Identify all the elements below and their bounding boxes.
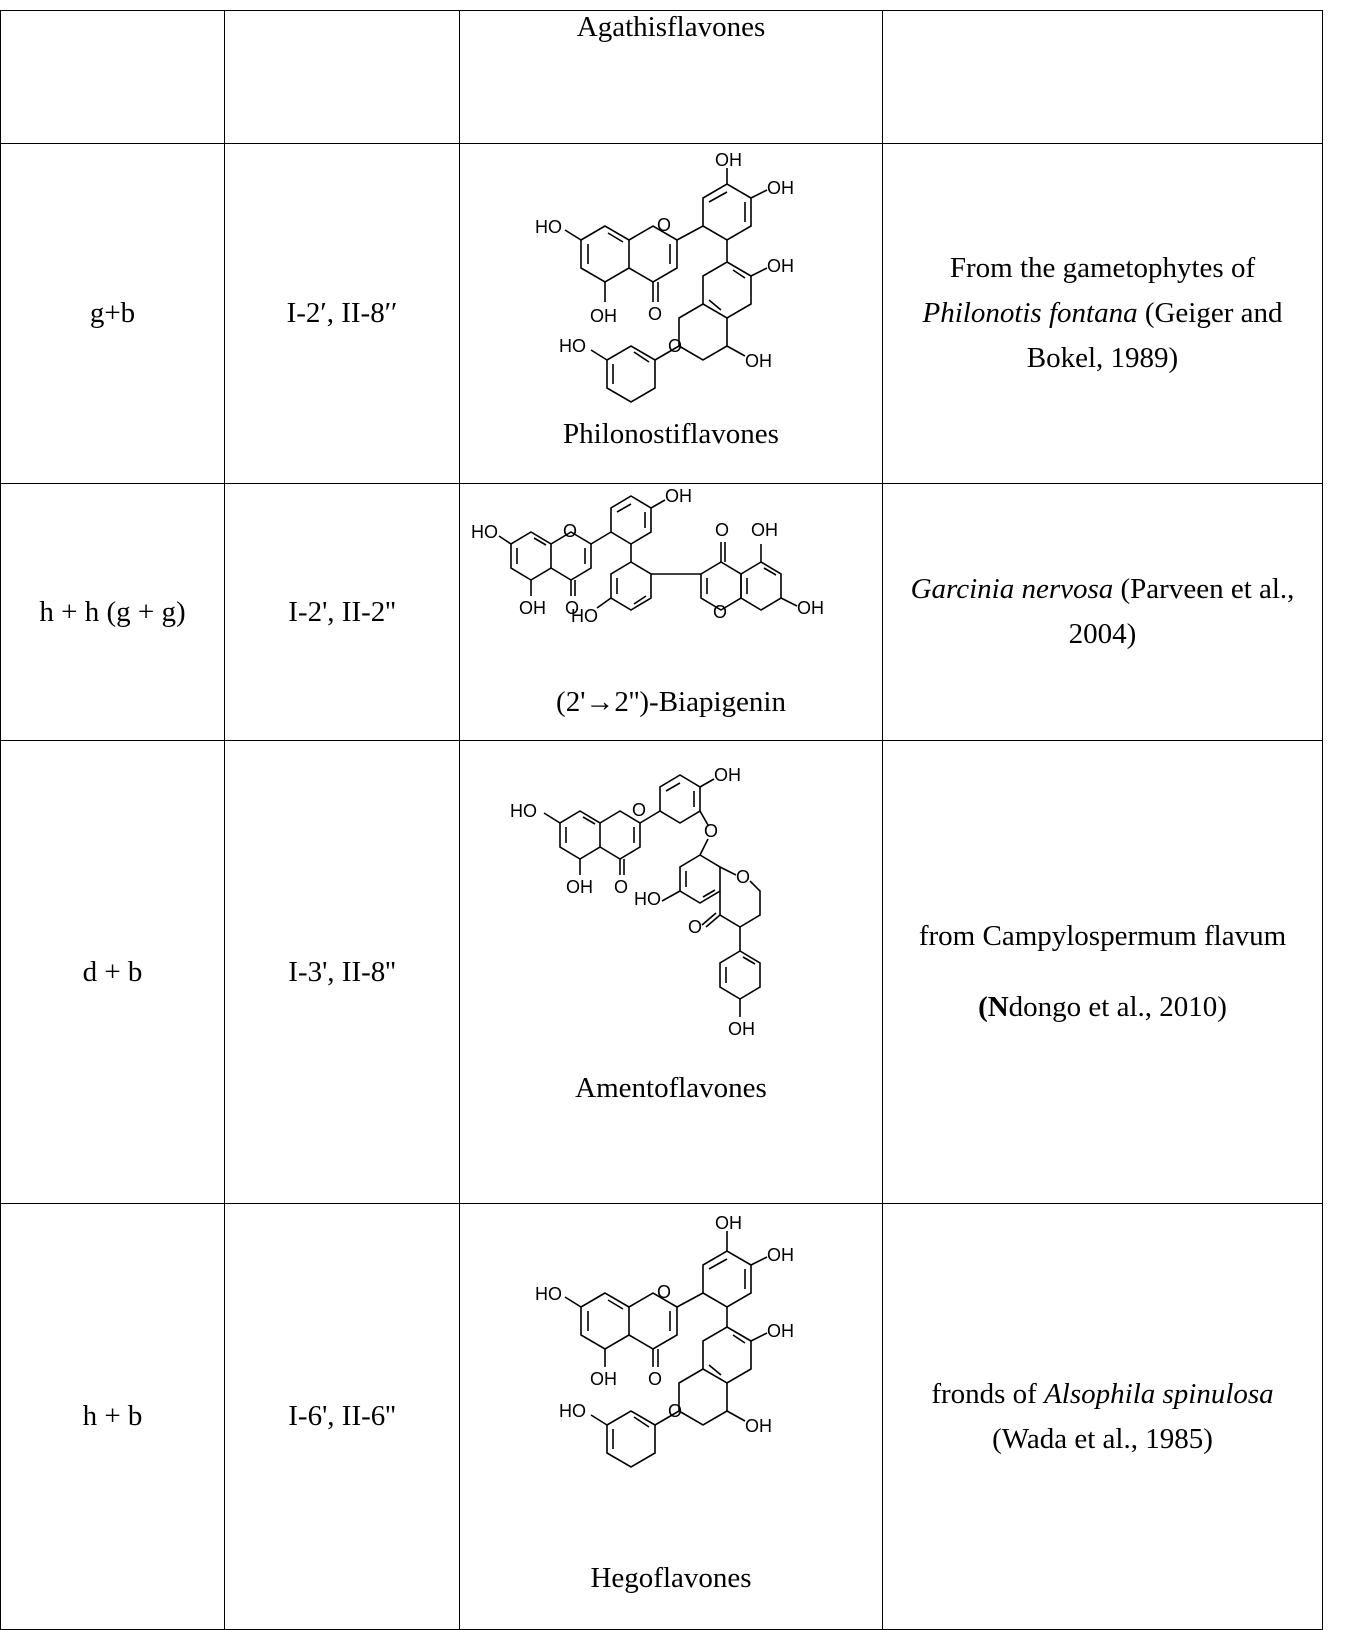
carbonyl-oxygen-label: O bbox=[648, 304, 662, 324]
source-text: fronds of Alsophila spinulosa (Wada et a… bbox=[931, 1377, 1274, 1455]
hydroxyl-label: OH bbox=[728, 1019, 755, 1039]
carbonyl-oxygen-label: O bbox=[614, 877, 628, 897]
amentoflavone-structure: O O HO OH OH O O HO O OH bbox=[510, 765, 761, 1039]
carbonyl-oxygen-label: O bbox=[688, 917, 702, 937]
linkage-type-cell: h + h (g + g) bbox=[0, 483, 225, 741]
hydroxyl-label: OH bbox=[715, 150, 742, 170]
hydroxyl-label: OH bbox=[797, 598, 824, 618]
ring-oxygen-label: O bbox=[668, 336, 682, 356]
hydroxyl-label: HO bbox=[634, 889, 661, 909]
compound-name: Amentoflavones bbox=[575, 1072, 767, 1104]
hydroxyl-label: HO bbox=[510, 801, 537, 821]
source-cell: Garcinia nervosa (Parveen et al., 2004) bbox=[882, 483, 1323, 741]
hydroxyl-label: OH bbox=[745, 1416, 772, 1436]
table-row: h + b I-6', II-6'' bbox=[0, 1203, 1323, 1630]
compound-cell: O O HO OH OH OH OH O OH HO Philonostifla… bbox=[459, 143, 883, 484]
hydroxyl-label: HO bbox=[535, 217, 562, 237]
table-row: d + b I-3', II-8'' bbox=[0, 740, 1323, 1204]
ring-oxygen-label: O bbox=[736, 867, 750, 887]
table-row: g+b I-2′, II-8′′ bbox=[0, 143, 1323, 484]
hydroxyl-label: HO bbox=[559, 336, 586, 356]
carbonyl-oxygen-label: O bbox=[715, 520, 729, 540]
table-row: h + h (g + g) I-2', II-2'' bbox=[0, 483, 1323, 741]
hydroxyl-label: OH bbox=[590, 1369, 617, 1389]
hydroxyl-label: OH bbox=[566, 877, 593, 897]
hydroxyl-label: HO bbox=[535, 1284, 562, 1304]
hydroxyl-label: OH bbox=[767, 1245, 794, 1265]
compound-cell: O O HO OH OH OH OH O OH HO Hegoflavones bbox=[459, 1203, 883, 1630]
hydroxyl-label: OH bbox=[714, 765, 741, 785]
linkage-type-cell: h + b bbox=[0, 1203, 225, 1630]
hydroxyl-label: OH bbox=[665, 486, 692, 506]
ring-oxygen-label: O bbox=[563, 521, 577, 541]
compound-name: Agathisflavones bbox=[576, 11, 766, 43]
compound-cell: O O HO OH OH HO O OH O OH (2'→2'')-Biapi… bbox=[459, 483, 883, 741]
table-row: Agathisflavones bbox=[0, 10, 1323, 144]
hydroxyl-label: OH bbox=[767, 178, 794, 198]
compound-name: (2'→2'')-Biapigenin bbox=[556, 686, 786, 718]
philonotisflavone-structure: O O HO OH OH OH OH O OH HO bbox=[535, 150, 794, 403]
hydroxyl-label: HO bbox=[471, 522, 498, 542]
ring-oxygen-label: O bbox=[657, 215, 671, 235]
ether-oxygen-label: O bbox=[704, 821, 718, 841]
ring-oxygen-label: O bbox=[632, 800, 646, 820]
source-cell: From the gametophytes of Philonotis font… bbox=[882, 143, 1323, 484]
source-cell bbox=[882, 10, 1323, 144]
linkage-type-cell bbox=[0, 10, 225, 144]
source-text: (Ndongo et al., 2010) bbox=[978, 991, 1227, 1023]
source-text: Garcinia nervosa (Parveen et al., 2004) bbox=[910, 573, 1295, 650]
hydroxyl-label: HO bbox=[571, 606, 598, 626]
carbonyl-oxygen-label: O bbox=[565, 598, 579, 618]
compound-name: Hegoflavones bbox=[590, 1562, 752, 1594]
position-cell: I-6', II-6'' bbox=[224, 1203, 460, 1630]
source-text: from Campylospermum flavum bbox=[918, 920, 1287, 953]
ring-oxygen-label: O bbox=[713, 602, 727, 622]
source-text: From the gametophytes of Philonotis font… bbox=[922, 252, 1283, 374]
hydroxyl-label: OH bbox=[715, 1213, 742, 1233]
hegoflavone-structure: O O HO OH OH OH OH O OH HO bbox=[535, 1213, 794, 1468]
compound-cell: O O HO OH OH O O HO O OH Amentoflavones bbox=[459, 740, 883, 1204]
position-cell: I-2′, II-8′′ bbox=[224, 143, 460, 484]
compound-cell: Agathisflavones bbox=[459, 10, 883, 144]
source-cell: fronds of Alsophila spinulosa (Wada et a… bbox=[882, 1203, 1323, 1630]
ring-oxygen-label: O bbox=[668, 1401, 682, 1421]
hydroxyl-label: OH bbox=[519, 598, 546, 618]
hydroxyl-label: OH bbox=[751, 520, 778, 540]
biapigenin-structure: O O HO OH OH HO O OH O OH bbox=[471, 486, 824, 626]
ring-oxygen-label: O bbox=[657, 1282, 671, 1302]
linkage-type-cell: d + b bbox=[0, 740, 225, 1204]
position-cell: I-2', II-2'' bbox=[224, 483, 460, 741]
hydroxyl-label: OH bbox=[590, 306, 617, 326]
compound-name: Philonostiflavones bbox=[563, 418, 779, 450]
hydroxyl-label: HO bbox=[559, 1401, 586, 1421]
position-cell: I-3', II-8'' bbox=[224, 740, 460, 1204]
source-cell: from Campylospermum flavum (Ndongo et al… bbox=[882, 740, 1323, 1204]
linkage-type-cell: g+b bbox=[0, 143, 225, 484]
carbonyl-oxygen-label: O bbox=[648, 1369, 662, 1389]
hydroxyl-label: OH bbox=[767, 1321, 794, 1341]
biflavonoid-table: Agathisflavones g+b I-2′, II-8′′ bbox=[0, 10, 1323, 1630]
hydroxyl-label: OH bbox=[745, 351, 772, 371]
position-cell bbox=[224, 10, 460, 144]
hydroxyl-label: OH bbox=[767, 256, 794, 276]
